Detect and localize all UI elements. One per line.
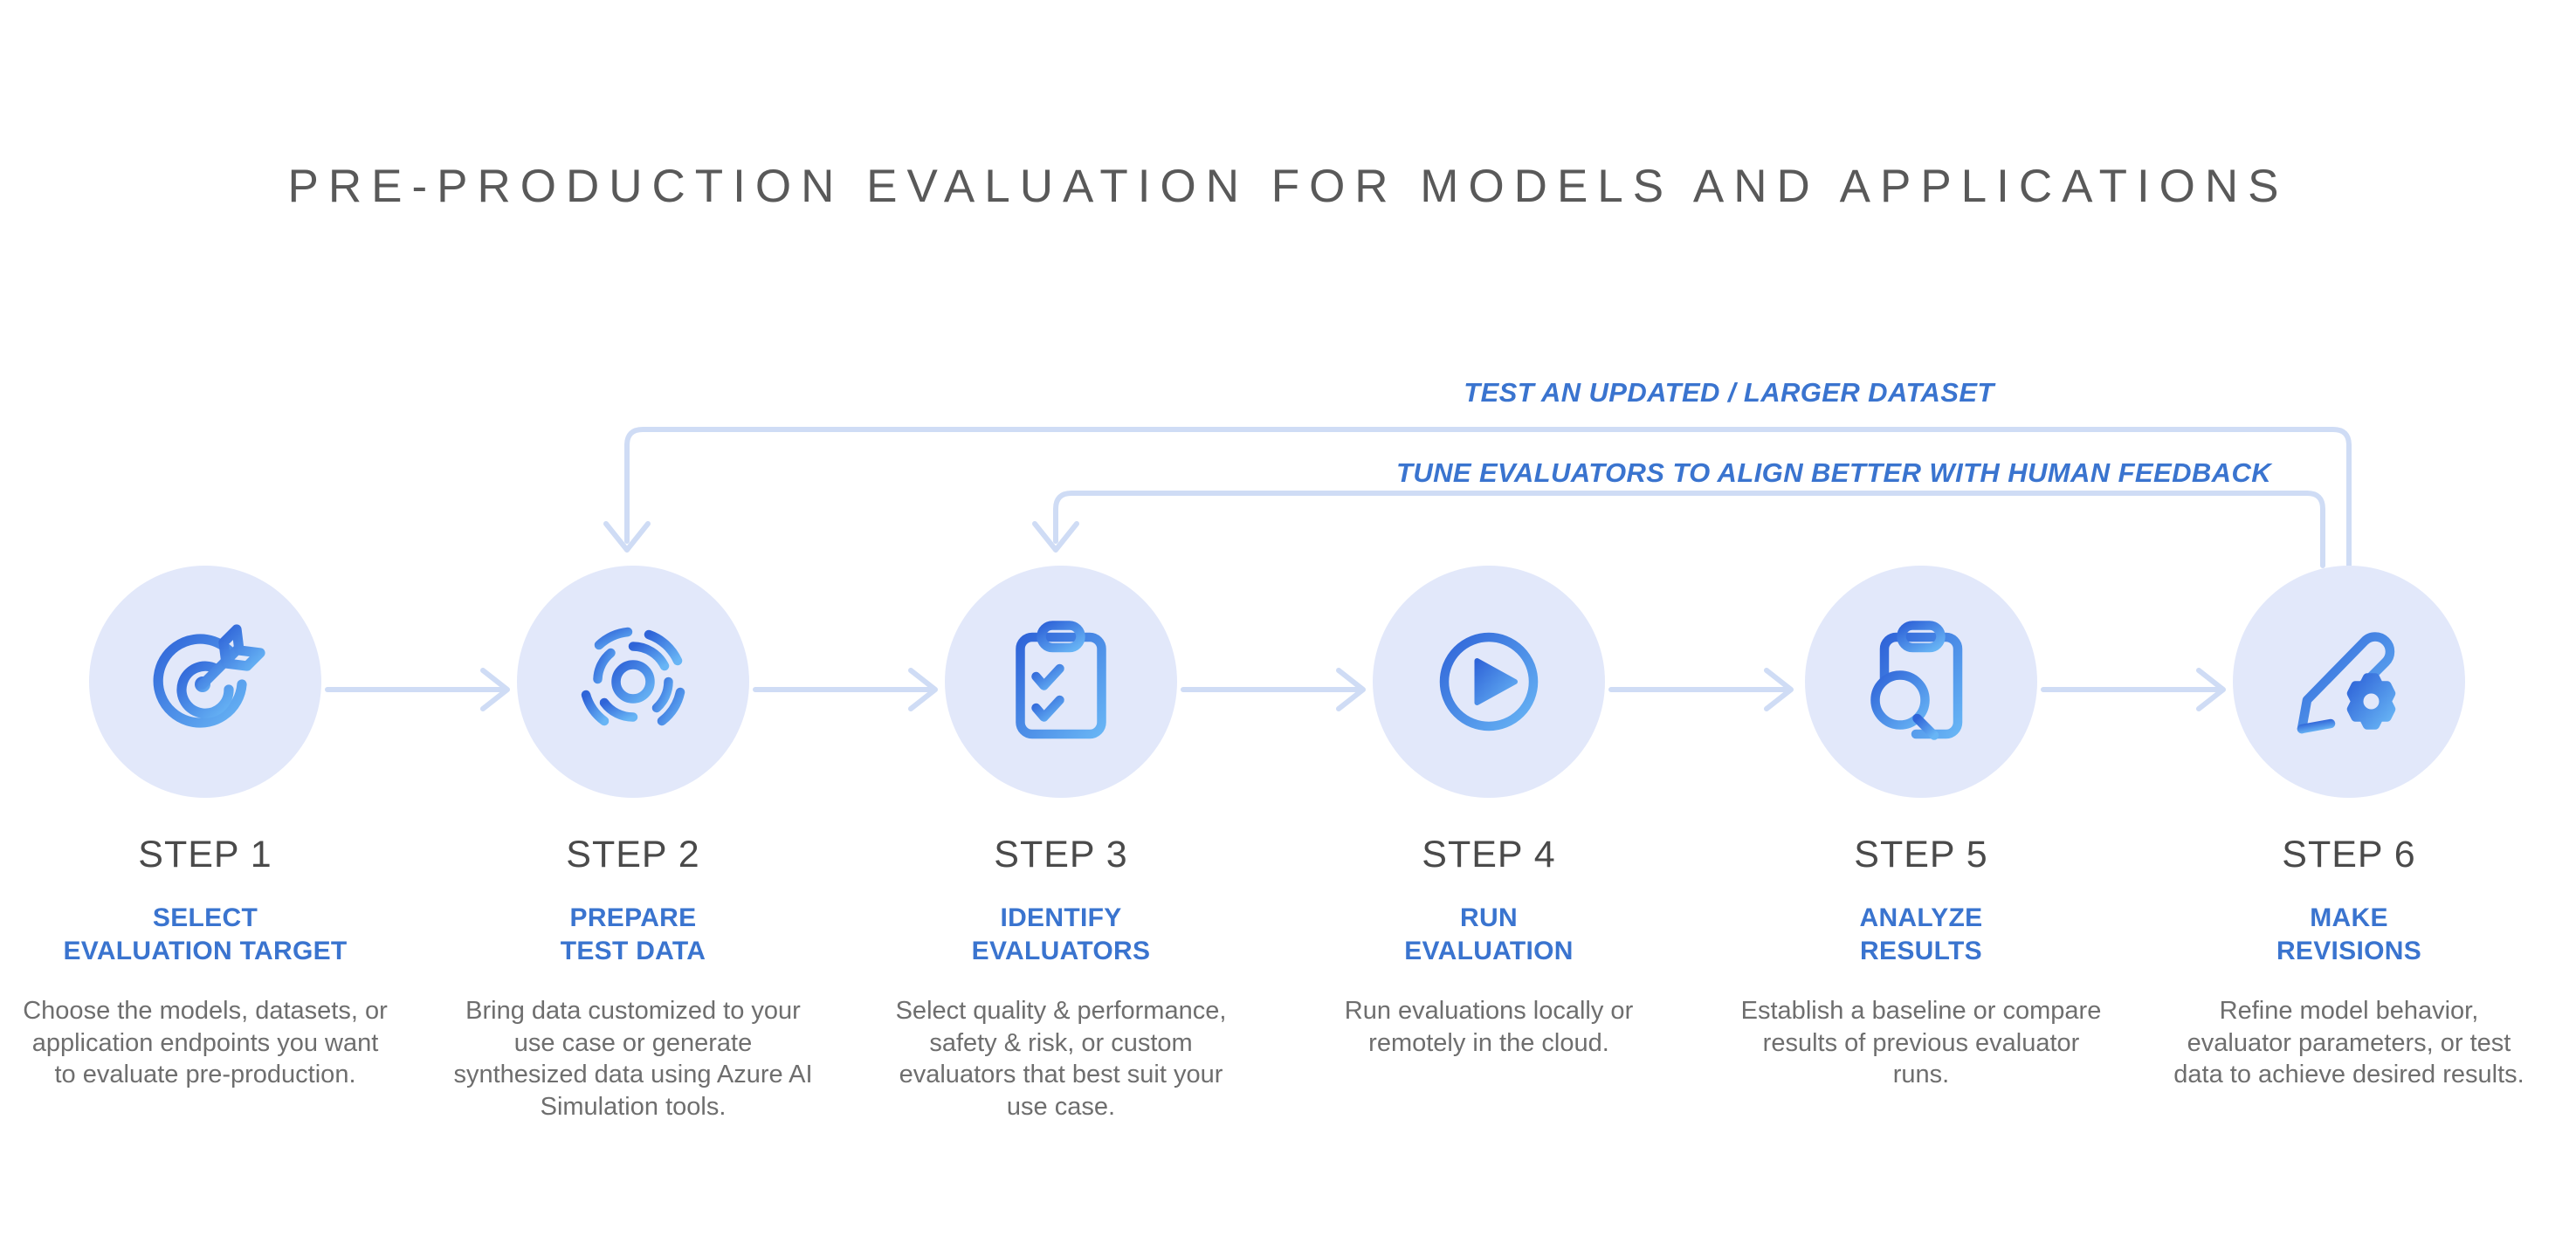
step-3-description: Select quality & performance, safety & r… xyxy=(895,996,1227,1122)
step-5-description: Establish a baseline or compare results … xyxy=(1740,996,2102,1089)
step-4-title: RUN EVALUATION xyxy=(1404,903,1574,966)
step-4[interactable]: STEP 4 RUN EVALUATION Run evaluations lo… xyxy=(1275,566,1703,1059)
step-1-icon-circle xyxy=(89,566,321,798)
step-3-title: IDENTIFY EVALUATORS xyxy=(971,903,1151,966)
step-6-description: Refine model behavior, evaluator paramet… xyxy=(2173,996,2524,1089)
step-5-title: ANALYZE RESULTS xyxy=(1859,903,1983,966)
step-1[interactable]: STEP 1 SELECT EVALUATION TARGET Choose t… xyxy=(0,566,419,1091)
step-2-icon-circle xyxy=(517,566,749,798)
step-3-number: STEP 3 xyxy=(994,834,1128,876)
step-2-description: Bring data customized to your use case o… xyxy=(453,996,813,1122)
step-2[interactable]: STEP 2 PREPARE TEST DATA Bring data cust… xyxy=(419,566,847,1123)
step-2-title: PREPARE TEST DATA xyxy=(560,903,706,966)
step-1-number: STEP 1 xyxy=(138,834,272,876)
step-6-number: STEP 6 xyxy=(2282,834,2416,876)
step-5[interactable]: STEP 5 ANALYZE RESULTS Establish a basel… xyxy=(1707,566,2135,1091)
step-2-number: STEP 2 xyxy=(566,834,700,876)
step-4-number: STEP 4 xyxy=(1422,834,1556,876)
step-1-description: Choose the models, datasets, or applicat… xyxy=(23,996,388,1089)
pencil-gear-icon xyxy=(2283,616,2414,747)
step-4-icon-circle xyxy=(1373,566,1605,798)
step-6[interactable]: STEP 6 MAKE REVISIONS Refine model behav… xyxy=(2135,566,2563,1091)
step-3-icon-circle xyxy=(945,566,1177,798)
target-arrow-icon xyxy=(140,616,271,747)
page-title: PRE-PRODUCTION EVALUATION FOR MODELS AND… xyxy=(287,161,2289,212)
step-4-description: Run evaluations locally or remotely in t… xyxy=(1344,996,1634,1057)
clipboard-magnifier-icon xyxy=(1856,616,1987,747)
step-5-icon-circle xyxy=(1805,566,2037,798)
step-5-number: STEP 5 xyxy=(1854,834,1988,876)
step-3[interactable]: STEP 3 IDENTIFY EVALUATORS Select qualit… xyxy=(847,566,1275,1123)
loop-label-tune-evaluators: TUNE EVALUATORS TO ALIGN BETTER WITH HUM… xyxy=(1395,457,2272,488)
clipboard-checklist-icon xyxy=(995,616,1126,747)
concentric-dashed-rings-icon xyxy=(568,616,699,747)
play-circle-icon xyxy=(1423,616,1554,747)
step-6-title: MAKE REVISIONS xyxy=(2276,903,2422,966)
step-1-title: SELECT EVALUATION TARGET xyxy=(63,903,348,966)
step-6-icon-circle xyxy=(2233,566,2465,798)
loop-label-test-updated-dataset: TEST AN UPDATED / LARGER DATASET xyxy=(1464,377,1994,408)
